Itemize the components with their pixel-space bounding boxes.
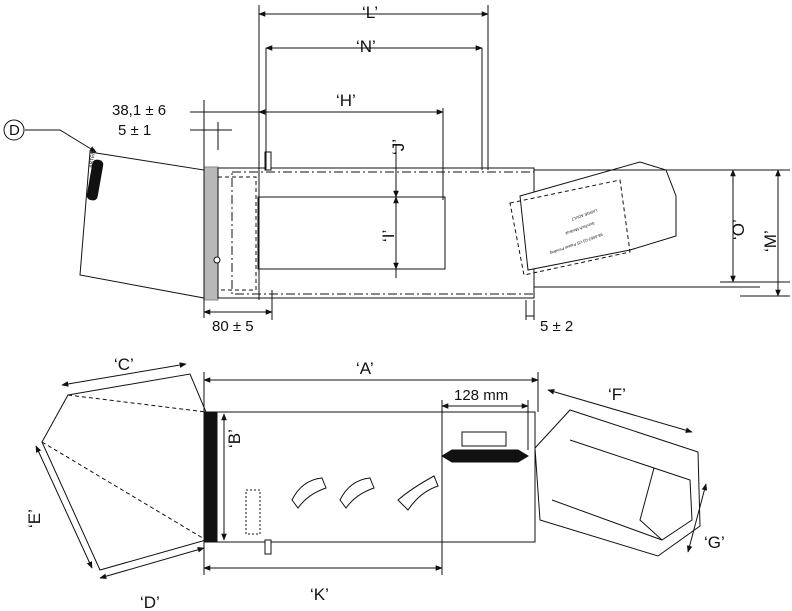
d-circle	[3, 119, 25, 141]
connector-pocket	[217, 176, 257, 291]
label-J: ‘J’	[389, 139, 408, 155]
cuff-body	[217, 167, 535, 299]
label-5-2: 5 ± 2	[540, 318, 573, 335]
label-B: ‘B’	[225, 429, 244, 448]
label-D-circle: D	[9, 122, 20, 139]
inner-window	[257, 196, 446, 270]
range-box	[461, 431, 507, 447]
label-A: ‘A’	[356, 359, 374, 378]
label-C: ‘C’	[114, 355, 134, 374]
instruction-icon-3	[397, 475, 439, 511]
dim-D-line	[99, 547, 205, 579]
bottom-cuff-body	[216, 411, 536, 543]
label-128: 128 mm	[454, 387, 508, 404]
label-D-bottom: ‘D’	[140, 593, 160, 611]
label-K: ‘K’	[310, 585, 329, 604]
artery-badge	[86, 159, 104, 201]
instruction-icon-2	[339, 477, 375, 509]
hose-strip	[203, 166, 219, 301]
bottom-left-flap	[41, 373, 207, 571]
label-I: ‘I’	[379, 230, 398, 242]
label-38: 38,1 ± 6	[112, 102, 166, 119]
label-L: ‘L’	[362, 3, 378, 22]
label-5-1: 5 ± 1	[118, 122, 151, 139]
bottom-view	[35, 362, 708, 579]
label-H: ‘H’	[336, 91, 356, 110]
hook-band	[203, 411, 218, 543]
label-O: ‘O’	[729, 219, 748, 240]
dim-E-line	[35, 445, 93, 569]
label-G: ‘G’	[704, 533, 725, 552]
dim-C-line	[61, 362, 187, 387]
label-E: ‘E’	[25, 509, 44, 528]
bottom-tube-stub	[264, 539, 272, 555]
label-N: ‘N’	[356, 37, 376, 56]
instruction-icon-1	[291, 477, 327, 509]
strap-tab	[519, 161, 677, 271]
label-F: ‘F’	[608, 385, 626, 404]
label-M: ‘M’	[761, 230, 780, 252]
label-80: 80 ± 5	[212, 318, 254, 335]
artery-text: ARTERY	[88, 147, 98, 168]
d-leader	[25, 129, 97, 153]
dim-F-line	[547, 389, 693, 433]
extension-lines	[203, 5, 790, 320]
symbols-column	[245, 489, 261, 535]
top-view	[3, 5, 790, 320]
range-indicator	[441, 449, 529, 463]
dim-G-line	[686, 483, 708, 553]
tube-stub	[264, 151, 272, 171]
tube-port	[213, 256, 221, 264]
